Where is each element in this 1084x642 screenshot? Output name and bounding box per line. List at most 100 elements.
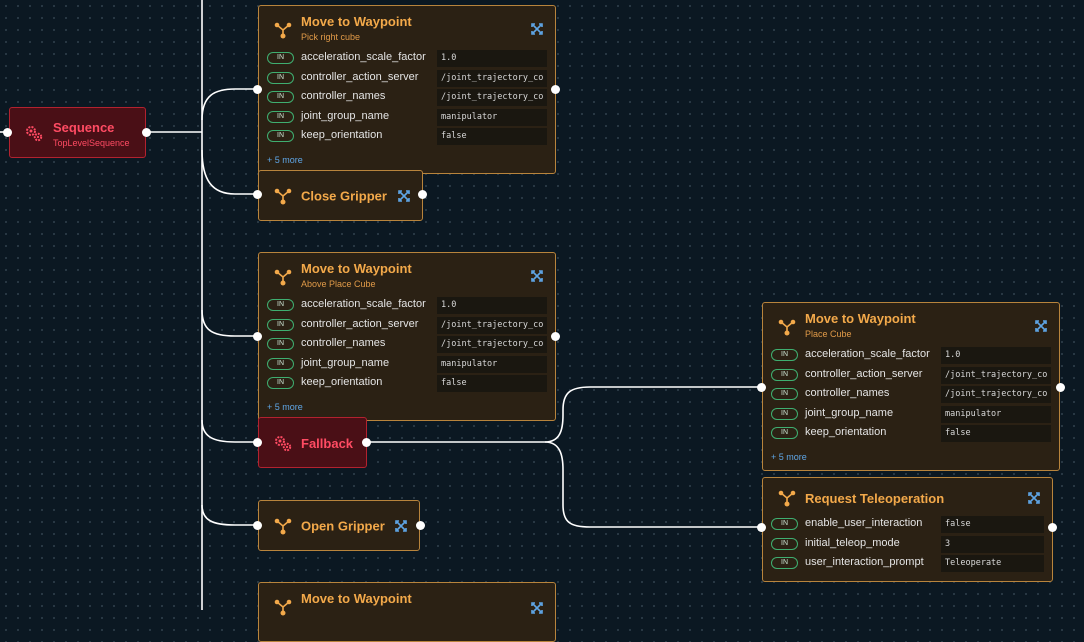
- in-pin[interactable]: IN: [267, 318, 294, 331]
- port-name: initial_teleop_mode: [805, 536, 900, 549]
- fallback-output-connector[interactable]: [362, 438, 371, 447]
- in-pin[interactable]: IN: [267, 110, 294, 123]
- port-value-field[interactable]: manipulator: [437, 108, 547, 126]
- teleop-output-connector[interactable]: [1048, 523, 1057, 532]
- wire-to-fallback: [201, 419, 258, 443]
- expand-icon[interactable]: [531, 602, 543, 614]
- waypoint-node-partial[interactable]: Move to Waypoint: [258, 582, 556, 642]
- node-title: Move to Waypoint: [301, 591, 412, 606]
- waypoint-node-place-cube[interactable]: Move to Waypoint Place Cube IN accelerati…: [762, 302, 1060, 471]
- waypoint1-output-connector[interactable]: [551, 85, 560, 94]
- port-value-field[interactable]: 1.0: [437, 297, 547, 314]
- port-name: user_interaction_prompt: [805, 556, 924, 569]
- more-ports-link[interactable]: + 5 more: [771, 452, 807, 462]
- node-title: Close Gripper: [301, 188, 387, 203]
- expand-icon[interactable]: [531, 270, 543, 282]
- expand-icon[interactable]: [1035, 320, 1047, 332]
- node-header: Request Teleoperation: [763, 478, 1052, 518]
- in-pin[interactable]: IN: [771, 427, 798, 440]
- in-pin[interactable]: IN: [771, 518, 798, 530]
- port-name: keep_orientation: [301, 129, 383, 142]
- waypoint2-output-connector[interactable]: [551, 332, 560, 341]
- sequence-output-connector[interactable]: [142, 128, 151, 137]
- port-value-field[interactable]: Teleoperate: [941, 555, 1044, 573]
- sequence-input-connector[interactable]: [3, 128, 12, 137]
- port-value-field[interactable]: /joint_trajectory_co: [437, 316, 547, 334]
- fallback-input-connector[interactable]: [253, 438, 262, 447]
- waypoint-place-output-connector[interactable]: [1056, 383, 1065, 392]
- tree-icon: [274, 599, 292, 616]
- open-gripper-output-connector[interactable]: [416, 521, 425, 530]
- close-gripper-input-connector[interactable]: [253, 190, 262, 199]
- expand-icon[interactable]: [398, 189, 410, 202]
- node-title: Request Teleoperation: [805, 491, 945, 506]
- in-pin[interactable]: IN: [267, 377, 294, 390]
- in-pin[interactable]: IN: [267, 338, 294, 351]
- in-pin[interactable]: IN: [267, 71, 294, 84]
- port-value-field[interactable]: /joint_trajectory_co: [437, 336, 547, 354]
- node-subtitle: Pick right cube: [301, 32, 361, 42]
- open-gripper-input-connector[interactable]: [253, 521, 262, 530]
- gears-icon: [26, 126, 43, 142]
- expand-icon[interactable]: [531, 23, 543, 35]
- node-header: Move to Waypoint Place Cube: [763, 303, 1059, 343]
- in-pin[interactable]: IN: [267, 52, 294, 64]
- port-value-field[interactable]: false: [437, 128, 547, 146]
- in-pin[interactable]: IN: [267, 357, 294, 370]
- port-name: keep_orientation: [805, 426, 887, 439]
- in-pin[interactable]: IN: [771, 388, 798, 401]
- in-pin[interactable]: IN: [771, 407, 798, 420]
- close-gripper-output-connector[interactable]: [418, 190, 427, 199]
- port-value-field[interactable]: false: [437, 375, 547, 393]
- close-gripper-node[interactable]: Close Gripper: [258, 170, 423, 221]
- more-ports-link[interactable]: + 5 more: [267, 155, 303, 165]
- waypoint-place-input-connector[interactable]: [757, 383, 766, 392]
- in-pin[interactable]: IN: [267, 130, 294, 143]
- fallback-node[interactable]: Fallback: [258, 417, 367, 468]
- port-value-field[interactable]: /joint_trajectory_co: [437, 89, 547, 107]
- port-value-field[interactable]: false: [941, 516, 1044, 533]
- sequence-title: Sequence: [53, 120, 115, 135]
- port-name: acceleration_scale_factor: [805, 348, 930, 360]
- in-pin[interactable]: IN: [771, 349, 798, 361]
- tree-icon: [274, 22, 292, 39]
- in-pin[interactable]: IN: [267, 299, 294, 311]
- port-name: joint_group_name: [805, 406, 894, 419]
- tree-icon: [274, 188, 292, 205]
- port-value-field[interactable]: manipulator: [437, 355, 547, 373]
- in-pin[interactable]: IN: [771, 537, 798, 550]
- port-value-field[interactable]: /joint_trajectory_co: [437, 69, 547, 87]
- open-gripper-node[interactable]: Open Gripper: [258, 500, 420, 551]
- port-value-field[interactable]: /joint_trajectory_co: [941, 366, 1051, 384]
- expand-icon[interactable]: [1028, 492, 1040, 504]
- port-value-field[interactable]: 1.0: [941, 347, 1051, 364]
- in-pin[interactable]: IN: [771, 557, 798, 570]
- waypoint1-input-connector[interactable]: [253, 85, 262, 94]
- node-subtitle: Place Cube: [805, 329, 852, 339]
- waypoint2-input-connector[interactable]: [253, 332, 262, 341]
- port-value-field[interactable]: 3: [941, 535, 1044, 553]
- port-value-field[interactable]: manipulator: [941, 405, 1051, 423]
- port-row: IN keep_orientation false: [267, 128, 547, 148]
- port-value-field[interactable]: /joint_trajectory_co: [941, 386, 1051, 404]
- expand-icon[interactable]: [395, 519, 407, 532]
- tree-icon: [778, 490, 796, 507]
- teleop-input-connector[interactable]: [757, 523, 766, 532]
- port-value-field[interactable]: 1.0: [437, 50, 547, 67]
- port-value-field[interactable]: false: [941, 425, 1051, 443]
- gears-icon: [275, 436, 292, 452]
- more-ports-link[interactable]: + 5 more: [267, 402, 303, 412]
- in-pin[interactable]: IN: [771, 368, 798, 381]
- in-pin[interactable]: IN: [267, 91, 294, 104]
- sequence-node[interactable]: Sequence TopLevelSequence: [9, 107, 146, 158]
